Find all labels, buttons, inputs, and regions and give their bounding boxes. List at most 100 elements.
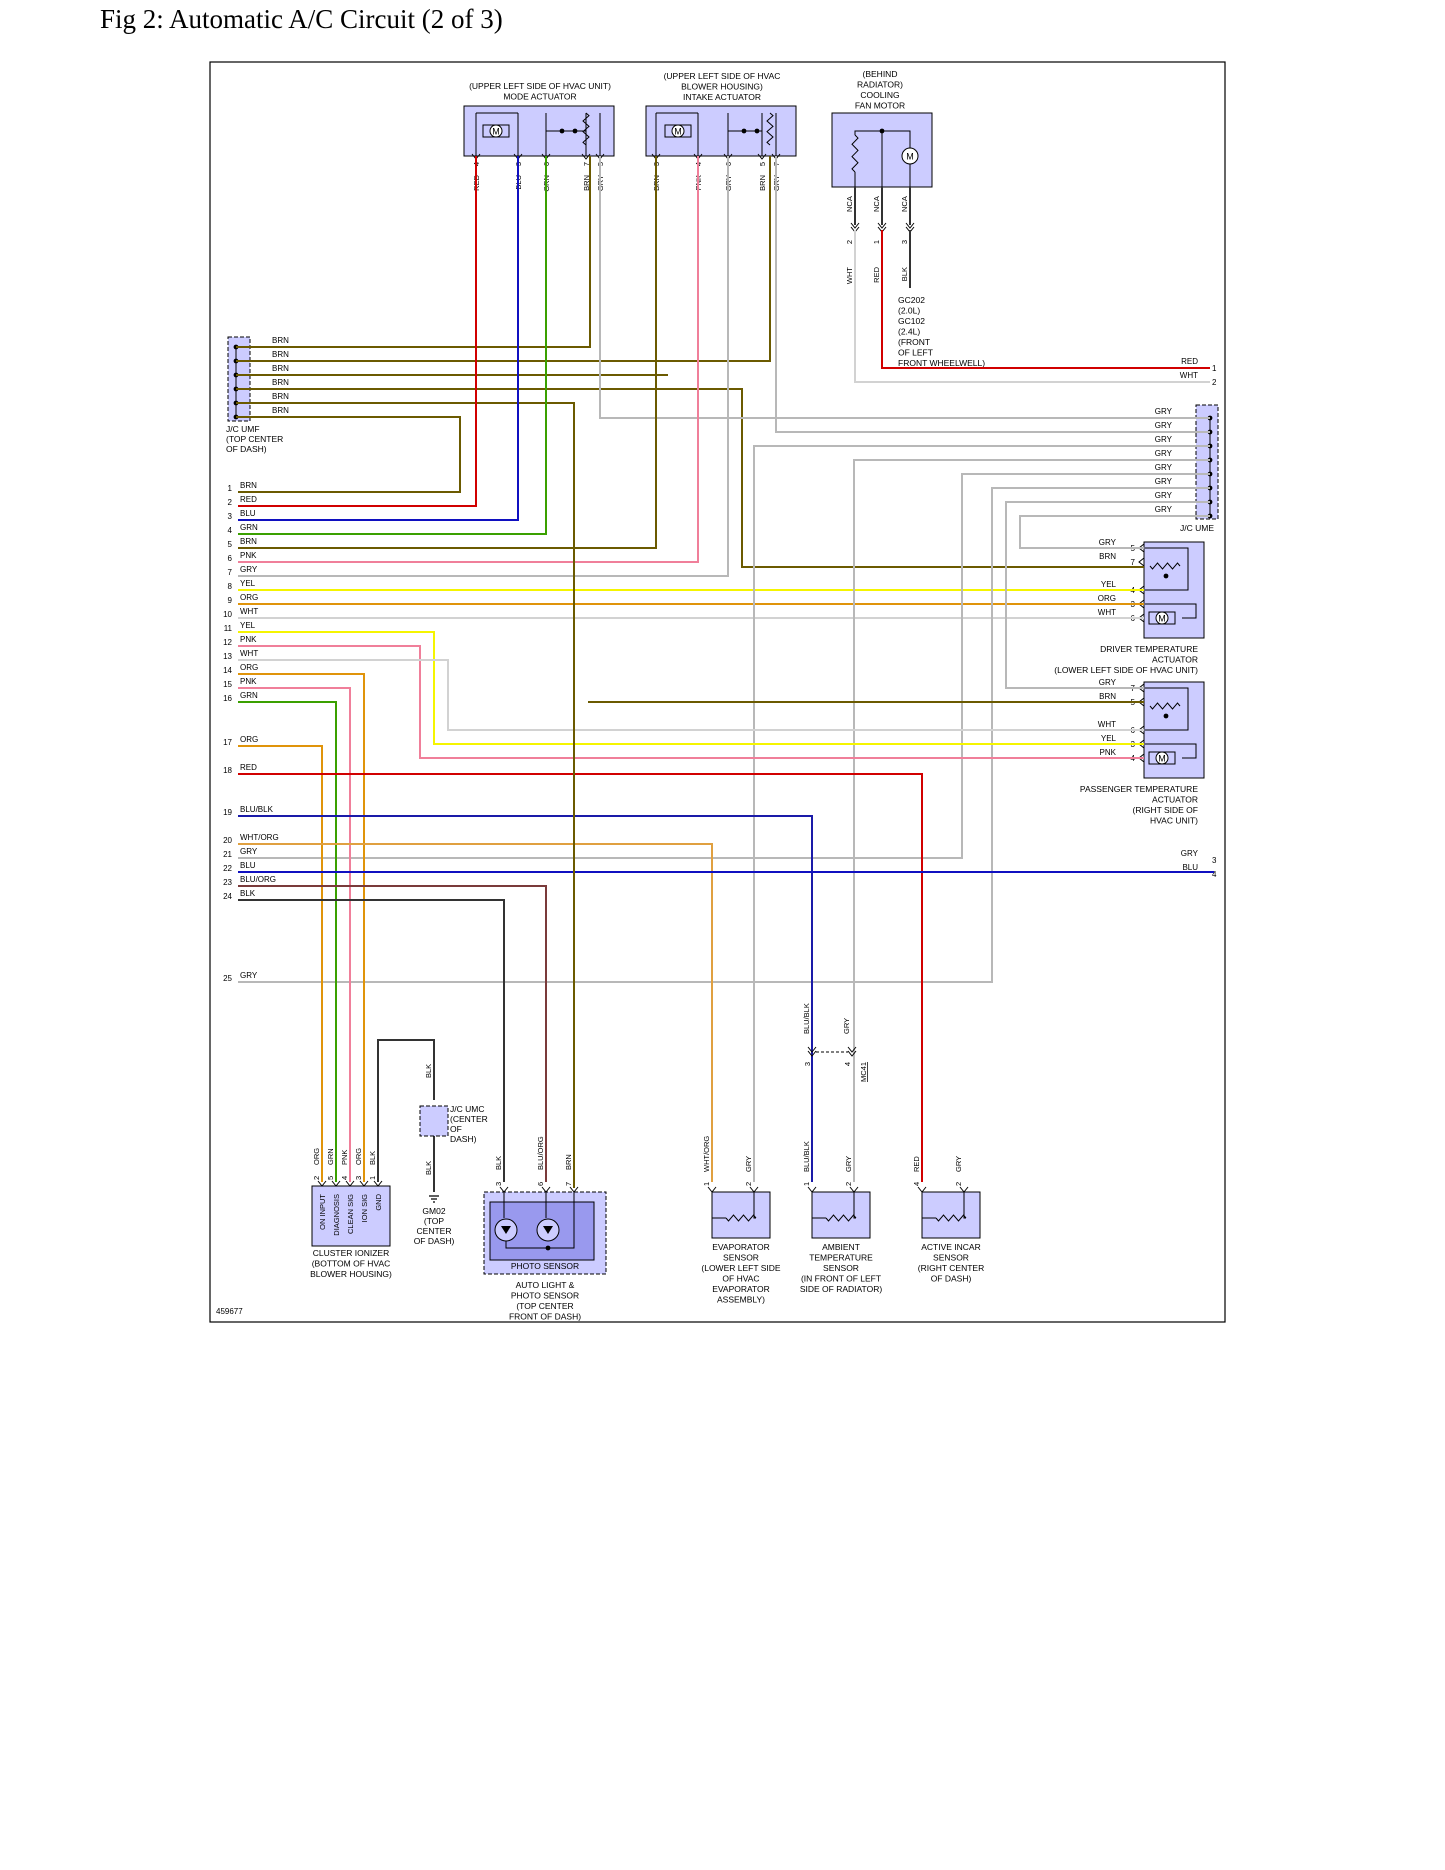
photo-inner-lead-3 (505, 1192, 575, 1249)
fan-wire-label-1: RED (872, 266, 881, 282)
evap-sensor-inner-lead-2 (753, 1192, 756, 1219)
pass-motor-icon-label: M (1158, 754, 1166, 764)
left-pin-19: 19 (223, 808, 232, 817)
cluster-wire-label-5: GRN (326, 1148, 335, 1165)
incar-sensor-label-line-2: SENSOR (933, 1253, 969, 1263)
left-wire-label-23: BLU/ORG (240, 875, 276, 884)
cluster-pin-function-5: GND (374, 1193, 383, 1210)
wire-segment-14 (775, 156, 1210, 433)
left-wire-label-2: RED (240, 495, 257, 504)
left-wire-label-21: GRY (240, 847, 258, 856)
evap-sensor-pin-chevron-1 (707, 1186, 717, 1193)
cluster-pin-function-1: ON INPUT (318, 1194, 327, 1230)
jc-ume-wire-label-8: GRY (1155, 505, 1173, 514)
ground-gc-label-line-2: (2.0L) (898, 306, 920, 316)
jc-umf-wire-label-4: BRN (272, 378, 289, 387)
incar-sensor-pin-4: 4 (912, 1182, 921, 1186)
intake-actuator-label-line-1: (UPPER LEFT SIDE OF HVAC (664, 71, 781, 81)
ambient-sensor-pin-chevron-1 (807, 1186, 817, 1193)
jc-umc-label-line-1: J/C UMC (450, 1104, 484, 1114)
right-pin-1: 1 (1212, 364, 1217, 373)
cluster-ionizer-body (311, 1185, 391, 1247)
intake-actuator-motor-icon-label: M (674, 127, 682, 137)
fan-pin-chevron-top-3 (905, 222, 915, 229)
jc-umc-body (419, 1105, 449, 1137)
jc-umc-wire-label-bottom: BLK (424, 1161, 433, 1175)
gm02-label-line-3: CENTER (417, 1226, 452, 1236)
pass-pot-icon (1149, 702, 1181, 710)
cooling-fan-label-line-2: RADIATOR) (857, 80, 903, 90)
cluster-pin-1: 1 (368, 1176, 377, 1180)
diagram-frame (209, 61, 1226, 1323)
intake-actuator-label-line-3: INTAKE ACTUATOR (683, 92, 761, 102)
photo-pin-chevron-7 (569, 1186, 579, 1193)
left-wire-label-15: PNK (240, 677, 257, 686)
left-wire-label-17: ORG (240, 735, 258, 744)
evap-sensor-wire-label-2: GRY (744, 1156, 753, 1172)
jc-umf-wire-label-1: BRN (272, 336, 289, 345)
jc-umf-wire-label-6: BRN (272, 406, 289, 415)
mc41-pin-chevron-bottom-3 (807, 1050, 817, 1057)
mode-actuator-label-line-1: (UPPER LEFT SIDE OF HVAC UNIT) (469, 81, 611, 91)
cluster-pin-chevron-3 (359, 1180, 369, 1187)
left-wire-label-14: ORG (240, 663, 258, 672)
incar-sensor-label-line-4: OF DASH) (931, 1274, 972, 1284)
left-wire-label-8: YEL (240, 579, 256, 588)
intake-node-2 (754, 128, 760, 134)
ambient-sensor-label-line-3: SENSOR (823, 1263, 859, 1273)
ground-gc-label-line-4: (2.4L) (898, 327, 920, 337)
fan-nca-label-1: NCA (872, 196, 881, 212)
left-pin-1: 1 (228, 484, 233, 493)
ambient-sensor-wire-label-2: GRY (844, 1156, 853, 1172)
left-wire-label-10: WHT (240, 607, 258, 616)
driver-temp-label-line-1: DRIVER TEMPERATURE (1100, 644, 1198, 654)
fan-pin-chevron-top-2 (850, 222, 860, 229)
jc-ume-wire-label-2: GRY (1155, 421, 1173, 430)
gm02-label-line-1: GM02 (422, 1206, 445, 1216)
photo-pin-3: 3 (494, 1182, 503, 1186)
left-pin-22: 22 (223, 864, 232, 873)
pass-wire-label-4: PNK (1100, 748, 1117, 757)
left-wire-label-25: GRY (240, 971, 258, 980)
mode-actuator-motor-icon (489, 124, 503, 138)
intake-wire-label-5: BRN (758, 175, 767, 191)
cluster-wire-label-1: BLK (368, 1151, 377, 1165)
pass-temp-label-line-1: PASSENGER TEMPERATURE (1080, 784, 1198, 794)
wire-segment-6 (236, 416, 461, 493)
wire-segment-35 (238, 745, 323, 1182)
driver-wire-label-4: YEL (1101, 580, 1117, 589)
right-wire-label-4: BLU (1182, 863, 1198, 872)
left-wire-label-7: GRY (240, 565, 258, 574)
mode-pin-7: 7 (582, 162, 591, 166)
mc41-label: MC41 (859, 1062, 868, 1082)
jc-umf-label-line-3: OF DASH) (226, 444, 267, 454)
photo-sensor-inner-label-line-1: PHOTO SENSOR (511, 1261, 579, 1271)
pass-inner-lead-2 (1145, 743, 1197, 759)
left-pin-24: 24 (223, 892, 232, 901)
ground-gc-label-line-7: FRONT WHEELWELL) (898, 358, 985, 368)
ambient-sensor-pin-2: 2 (844, 1182, 853, 1186)
wire-segment-12 (238, 156, 699, 563)
jc-umc-label-line-4: DASH) (450, 1134, 477, 1144)
cluster-ionizer-label-line-1: CLUSTER IONIZER (313, 1248, 390, 1258)
photo-diode-symbol-1 (501, 1226, 511, 1234)
right-wire-label-2: WHT (1180, 371, 1198, 380)
left-wire-label-19: BLU/BLK (240, 805, 274, 814)
evap-sensor-label-line-2: SENSOR (723, 1253, 759, 1263)
driver-temp-label-line-3: (LOWER LEFT SIDE OF HVAC UNIT) (1054, 665, 1198, 675)
evap-sensor-label-line-6: ASSEMBLY) (717, 1295, 765, 1305)
pass-temp-label-line-4: HVAC UNIT) (1150, 816, 1198, 826)
ambient-sensor-label-line-4: (IN FRONT OF LEFT (801, 1274, 881, 1284)
fan-pin-chevron-top-1 (877, 222, 887, 229)
evap-sensor-label-line-5: EVAPORATOR (712, 1284, 770, 1294)
mode-node-2 (572, 128, 578, 134)
left-pin-21: 21 (223, 850, 232, 859)
left-wire-label-20: WHT/ORG (240, 833, 279, 842)
ground-gc-label-line-3: GC102 (898, 316, 925, 326)
cluster-pin-2: 2 (312, 1176, 321, 1180)
figure-id-label: 459677 (216, 1307, 243, 1316)
driver-node (1163, 573, 1169, 579)
wire-segment-24 (238, 473, 1210, 859)
jc-ume-label-line-1: J/C UME (1180, 523, 1214, 533)
